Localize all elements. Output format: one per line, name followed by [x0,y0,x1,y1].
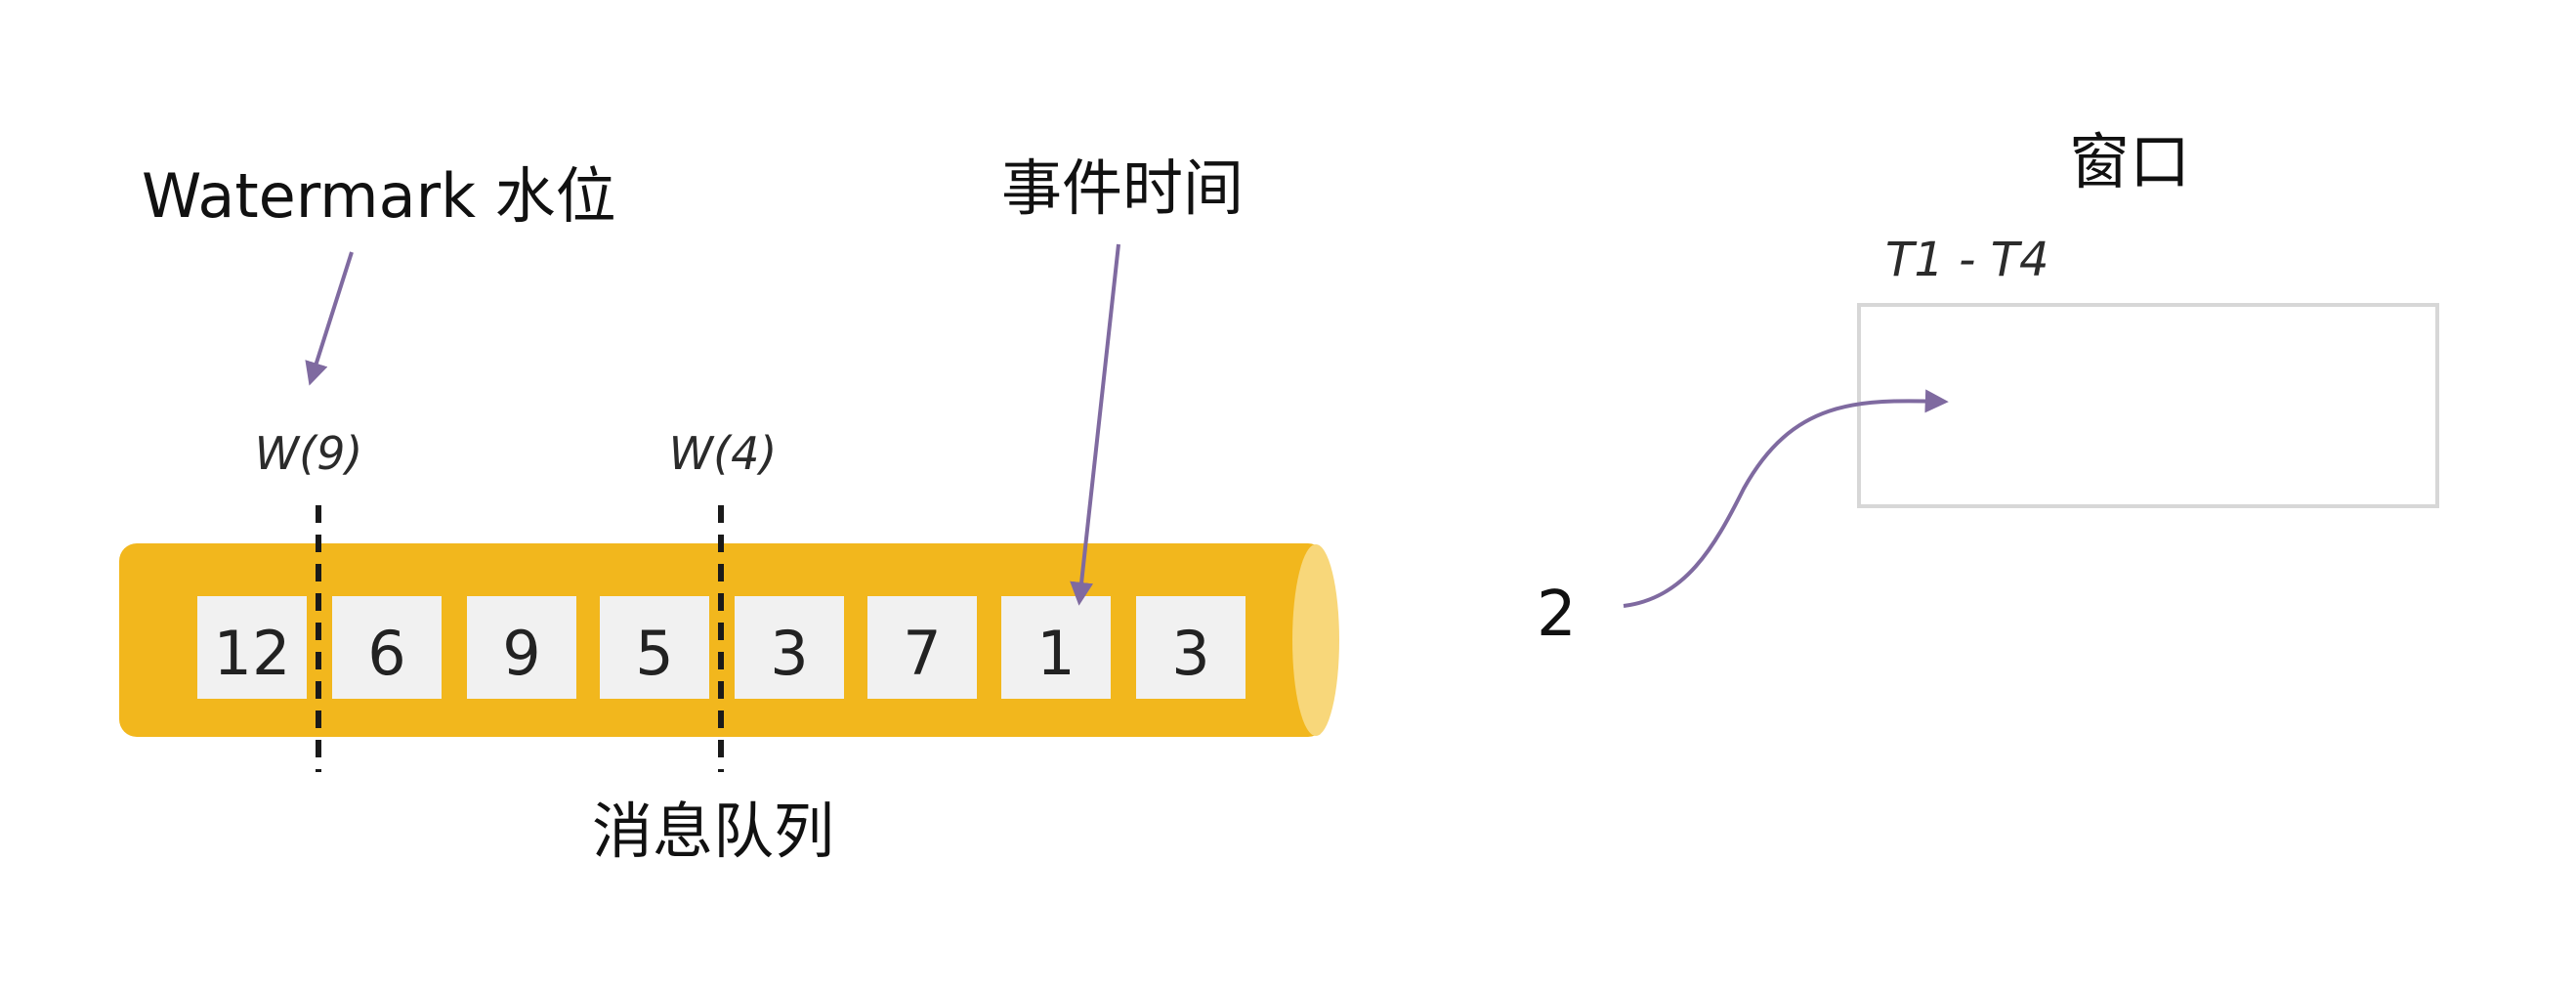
queue-event-value: 1 [1036,618,1075,689]
pipe-end-cap [1292,544,1339,736]
queue-event-cell: 5 [600,596,709,699]
event-time-label: 事件时间 [1001,152,1244,224]
window-range-label: T1 - T4 [1885,233,2049,287]
watermark-marker-label: W(4) [669,427,778,480]
queue-event-value: 3 [770,618,808,689]
queue-event-cell: 7 [867,596,977,699]
queue-event-box [1136,596,1246,699]
queue-event-box [1001,596,1111,699]
queue-event-box [467,596,576,699]
watermark-pointer-arrow [305,251,354,386]
incoming-event-label: 2 [1537,579,1577,651]
queue-event-cell: 12 [197,596,307,699]
queue-cells: 12 6 9 5 3 7 1 3 [197,596,1246,699]
queue-event-box [197,596,307,699]
watermark-marker-label: W(9) [255,427,363,480]
queue-event-cell: 9 [467,596,576,699]
watermark-label: Watermark 水位 [142,160,616,232]
queue-event-value: 6 [367,618,405,689]
window-box [1857,303,2439,508]
queue-event-box [735,596,844,699]
queue-event-value: 9 [502,618,540,689]
queue-event-cell: 3 [1136,596,1246,699]
queue-event-value: 3 [1171,618,1209,689]
watermark-marker: W(4) [669,427,778,772]
watermark-marker: W(9) [255,427,363,772]
queue-event-cell: 1 [1001,596,1111,699]
window-label: 窗口 [2069,126,2190,197]
queue-event-value: 5 [635,618,673,689]
queue-event-box [600,596,709,699]
queue-event-value: 12 [214,618,291,689]
message-queue-label: 消息队列 [592,796,834,867]
queue-event-cell: 3 [735,596,844,699]
incoming-event-arrow [1623,389,1949,608]
queue-event-box [332,596,442,699]
queue-event-value: 7 [903,618,941,689]
queue-event-box [867,596,977,699]
event-time-pointer-arrow [1070,243,1120,606]
queue-event-cell: 6 [332,596,442,699]
